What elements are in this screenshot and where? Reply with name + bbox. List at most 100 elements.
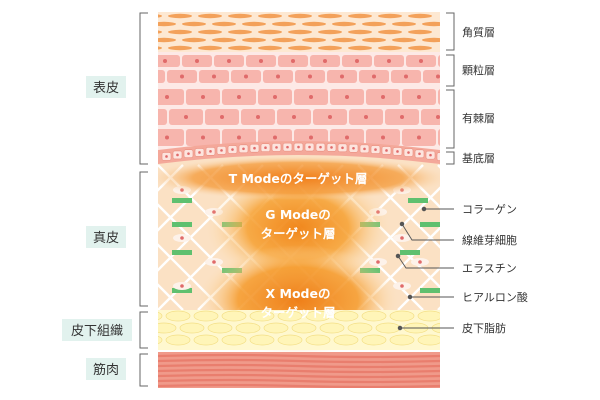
elastin-fibre (518, 165, 600, 310)
muscle-fibre (158, 368, 440, 374)
svg-text:筋肉: 筋肉 (93, 362, 119, 378)
corneum-cell (348, 13, 372, 19)
svg-text:真皮: 真皮 (93, 231, 119, 246)
corneum-cell (408, 13, 432, 19)
label-stratum-basale: 基底層 (462, 151, 495, 165)
cell-nucleus (418, 152, 421, 156)
elastin-fibre (0, 165, 63, 310)
corneum-cell (242, 37, 266, 43)
fat-cell (389, 334, 415, 346)
corneum-cell (258, 13, 282, 19)
cell-nucleus (396, 150, 399, 153)
muscle-fibre (158, 383, 440, 388)
cell-nucleus (330, 146, 333, 149)
corneum-cell (158, 14, 162, 18)
cell-nucleus (259, 59, 263, 63)
cell-nucleus (374, 148, 377, 151)
cell-nucleus (309, 95, 313, 99)
corneum-cell (378, 45, 402, 51)
fat-cell (158, 311, 163, 321)
cell-nucleus (355, 59, 359, 63)
cell-nucleus (275, 146, 278, 149)
epidermal-cell (423, 70, 440, 83)
cell-nucleus (292, 115, 296, 119)
cell-nucleus (407, 151, 410, 154)
fibroblast-nucleus (180, 236, 184, 240)
fat-cell (361, 310, 387, 322)
corneum-cell (198, 29, 222, 35)
elastin-fibre (0, 165, 23, 310)
fat-cell (375, 322, 401, 334)
corneum-cell (332, 21, 356, 27)
elastin-fibre (558, 165, 600, 310)
corneum-cell (348, 29, 372, 35)
corneum-cell (408, 45, 432, 51)
collagen-bar (172, 222, 192, 227)
cell-nucleus (352, 146, 355, 150)
muscle-fibre (158, 378, 440, 384)
cell-nucleus (436, 115, 440, 119)
fibroblast-nucleus (400, 284, 404, 288)
muscle-lines (158, 353, 440, 388)
label-stratum-granulosum: 顆粒層 (462, 63, 495, 77)
label-subcutaneous-fat: 皮下脂肪 (462, 321, 506, 335)
corneum-cell (302, 21, 326, 27)
collagen-bar (400, 250, 420, 255)
epidermal-cell (158, 109, 167, 125)
cell-nucleus (187, 152, 190, 155)
epidermal-cell (438, 129, 440, 146)
cell-nucleus (364, 115, 368, 119)
fat-cell (193, 310, 219, 322)
cell-nucleus (419, 59, 423, 63)
corneum-cell (392, 37, 416, 43)
epidermis-cells (158, 55, 440, 146)
cell-nucleus (220, 115, 224, 119)
cell-nucleus (417, 95, 421, 99)
cell-nucleus (309, 135, 313, 140)
corneum-cell (212, 37, 236, 43)
muscle-fibre (158, 353, 440, 359)
corneum-cell (228, 45, 252, 51)
x-mode-label-line1: X Modeの (266, 286, 331, 301)
cell-nucleus (165, 135, 169, 140)
fat-cell (158, 322, 177, 334)
fat-cell (361, 334, 387, 346)
label-stratum-spinosum: 有棘層 (462, 111, 495, 125)
corneum-cell (168, 13, 192, 19)
corneum-cell (168, 29, 192, 35)
corneum-cell (158, 30, 162, 34)
cell-nucleus (400, 115, 404, 119)
epidermal-cell (158, 70, 165, 83)
cell-nucleus (323, 59, 327, 63)
cell-nucleus (372, 74, 376, 79)
corneum-cell (212, 21, 236, 27)
corneum-cell (182, 21, 206, 27)
muscle-fibre (158, 358, 440, 364)
muscle-fibre (158, 373, 440, 379)
left-label-dermis: 真皮 (86, 226, 126, 248)
cell-nucleus (163, 59, 167, 63)
svg-text:皮下組織: 皮下組織 (71, 324, 123, 339)
cell-nucleus (276, 74, 280, 79)
leader-lines (395, 206, 454, 331)
corneum-cell (362, 37, 386, 43)
muscle-fibre (158, 363, 440, 369)
fat-cell (165, 334, 191, 346)
cell-nucleus (237, 95, 241, 99)
collagen-bar (172, 198, 192, 203)
corneum-cell (198, 13, 222, 19)
cell-nucleus (328, 115, 332, 119)
elastin-fibre (158, 243, 224, 311)
fat-cell (249, 310, 275, 322)
cell-nucleus (165, 95, 169, 99)
fat-cell (235, 322, 261, 334)
elastin-fibre (397, 266, 440, 311)
fat-cell (277, 334, 303, 346)
basal-cells (161, 142, 443, 161)
cell-nucleus (440, 155, 443, 158)
fat-cell (165, 310, 191, 322)
fat-cell (277, 310, 303, 322)
fibroblast-nucleus (376, 260, 380, 264)
cell-nucleus (253, 146, 256, 150)
corneum-cell (182, 37, 206, 43)
